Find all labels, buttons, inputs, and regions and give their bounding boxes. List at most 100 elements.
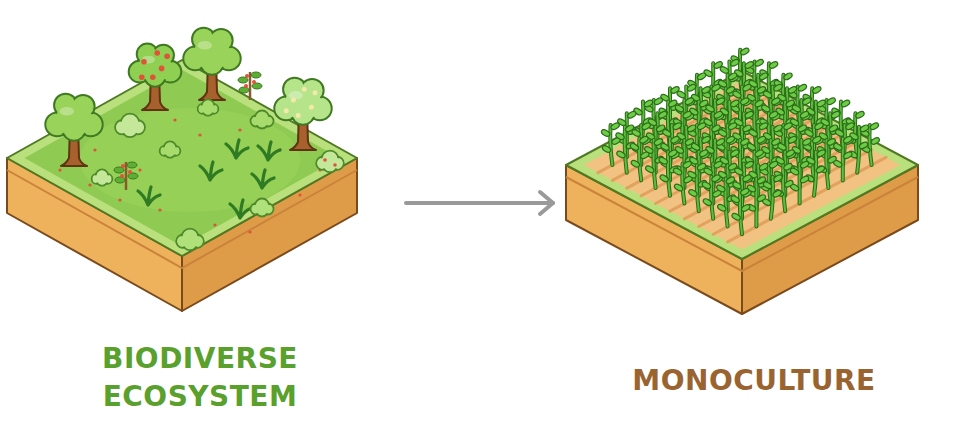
tree xyxy=(183,28,240,100)
crop-leaf xyxy=(658,110,668,119)
fruit xyxy=(150,74,156,80)
crop-leaf xyxy=(725,135,735,144)
crop-leaf xyxy=(826,137,836,146)
tree xyxy=(274,78,331,150)
crop-leaf xyxy=(816,149,826,158)
grass-tuft xyxy=(138,187,160,205)
crop-stem xyxy=(697,165,699,211)
caption-text: BIODIVERSE ECOSYSTEM xyxy=(102,342,298,413)
crop-leaf xyxy=(641,122,651,131)
tile-top xyxy=(584,80,901,249)
crop-stem-outline xyxy=(610,125,612,165)
crop-leaf xyxy=(815,165,825,174)
tile-rim xyxy=(566,71,918,259)
blossom xyxy=(284,108,289,113)
bush-fill xyxy=(204,106,212,114)
crop-leaf xyxy=(727,72,737,81)
flower-dot xyxy=(118,198,121,201)
crop-leaf xyxy=(756,85,766,94)
grass-tuft xyxy=(252,170,274,188)
crop-leaf xyxy=(670,85,680,94)
crop-stem xyxy=(639,138,641,180)
crop-leaf xyxy=(744,160,754,169)
crop-leaf xyxy=(658,156,668,165)
crop-stem xyxy=(653,140,655,188)
tree-crown-fill xyxy=(285,79,305,99)
crop-leaf xyxy=(653,137,663,146)
crop-leaf xyxy=(812,135,822,144)
tree-crown-fill xyxy=(302,80,322,100)
bush xyxy=(316,151,344,173)
tree xyxy=(45,94,102,166)
flower-dot xyxy=(158,208,161,211)
crop-leaf xyxy=(754,58,764,67)
flower-dot xyxy=(323,158,327,162)
crop-leaf xyxy=(702,198,712,207)
crop-leaf xyxy=(686,83,696,92)
tree xyxy=(129,44,182,110)
crop-leaf xyxy=(730,58,740,67)
crop-stem xyxy=(625,127,627,173)
tile-caption: BIODIVERSE ECOSYSTEM xyxy=(80,340,320,416)
grass-tuft xyxy=(200,162,222,180)
sapling-leaf xyxy=(115,177,125,183)
flower-dot xyxy=(298,193,301,196)
berry xyxy=(245,74,249,78)
crop-leaf xyxy=(653,97,663,106)
crop-stem-outline xyxy=(697,165,699,211)
crop-leaf xyxy=(699,99,709,108)
crop-leaf xyxy=(768,110,778,119)
bush xyxy=(176,229,204,251)
bush-fill xyxy=(124,123,137,136)
ecosystem-tile: MONOCULTURE xyxy=(555,0,960,440)
crop-stem xyxy=(682,163,684,203)
crop-leaf xyxy=(783,72,793,81)
crop-leaf xyxy=(725,176,735,185)
crop-plant xyxy=(701,174,722,219)
crop-leaf xyxy=(682,110,692,119)
crop-leaf xyxy=(670,135,680,144)
crop-leaf xyxy=(668,99,678,108)
grass-tuft xyxy=(226,140,248,158)
crop-stem-outline xyxy=(668,152,670,196)
crop-leaf xyxy=(740,137,750,146)
crop-leaf xyxy=(740,187,750,196)
crop-leaf xyxy=(730,149,740,158)
crop-leaf xyxy=(870,136,880,145)
crop-leaf xyxy=(730,99,740,108)
crop-leaf xyxy=(783,162,793,171)
crop-leaf xyxy=(784,179,794,188)
crop-leaf xyxy=(717,203,727,212)
crop-leaf xyxy=(742,124,752,133)
crop-leaf xyxy=(785,149,795,158)
crop-leaf xyxy=(600,128,610,137)
crop-leaf xyxy=(768,160,778,169)
grass-tuft xyxy=(230,200,252,218)
bush xyxy=(251,199,274,217)
crop-leaf xyxy=(711,83,721,92)
crop-leaf xyxy=(740,47,750,56)
crop-stem xyxy=(842,138,844,180)
crop-leaf xyxy=(696,122,706,131)
crop-leaf xyxy=(699,149,709,158)
crop-leaf xyxy=(787,135,797,144)
blossom xyxy=(291,98,296,103)
fruit xyxy=(141,59,147,65)
crop-leaf xyxy=(816,99,826,108)
crop-leaf xyxy=(771,137,781,146)
crop-leaf xyxy=(758,122,768,131)
crop-stem-outline xyxy=(869,125,871,165)
crop-stem-outline xyxy=(639,138,641,180)
flower-dot xyxy=(93,148,96,151)
crop-stem-outline xyxy=(771,177,773,219)
crop-leaf xyxy=(684,97,694,106)
crop-leaf xyxy=(799,175,809,184)
tile-top xyxy=(25,70,340,246)
crop-leaf xyxy=(696,72,706,81)
crop-stem-outline xyxy=(711,177,713,219)
crop-leaf xyxy=(711,124,721,133)
crop-plant xyxy=(672,160,693,203)
crop-leaf xyxy=(624,124,634,133)
crop-leaf xyxy=(840,99,850,108)
crop-stem xyxy=(814,152,816,196)
